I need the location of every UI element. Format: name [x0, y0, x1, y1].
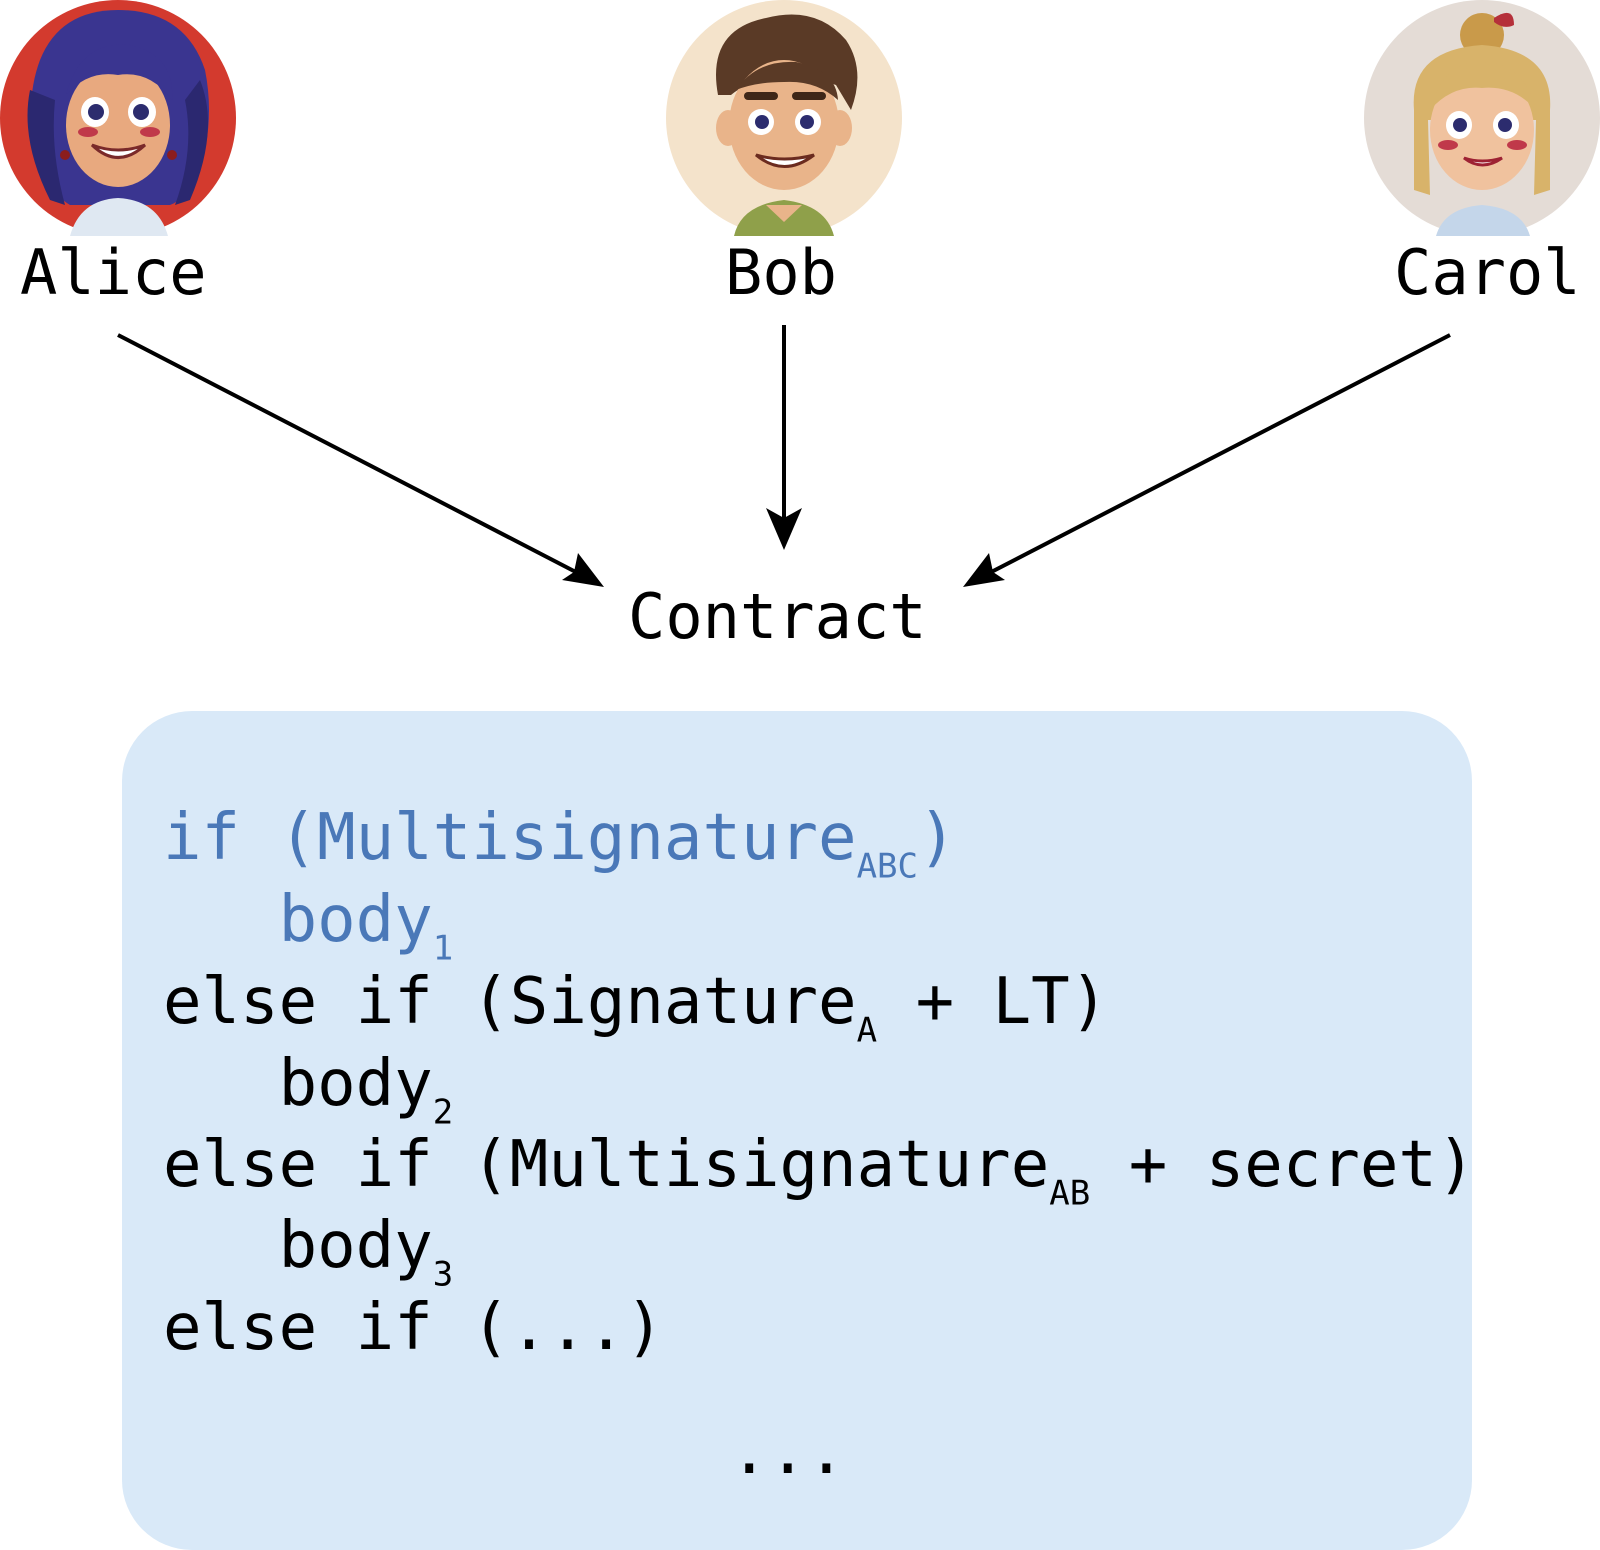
code-line-4: body2	[163, 1047, 454, 1133]
code-line-5: else if (MultisignatureAB + secret)	[163, 1128, 1476, 1214]
arrow-bob-to-contract	[766, 325, 802, 550]
code-line-3: else if (SignatureA + LT)	[163, 965, 1109, 1051]
participant-name-bob: Bob	[725, 236, 837, 309]
code-line-7: else if (...)	[163, 1291, 664, 1365]
carol-avatar-icon	[1364, 0, 1600, 236]
code-ellipsis: ...	[730, 1415, 846, 1489]
code-line-6: body3	[163, 1209, 454, 1295]
code-line-2: body1	[163, 883, 454, 969]
arrow-alice-to-contract	[117, 333, 604, 587]
alice-avatar-icon	[0, 0, 236, 236]
bob-avatar-icon	[666, 0, 902, 236]
arrow-carol-to-contract	[963, 333, 1451, 587]
code-line-1: if (MultisignatureABC)	[163, 801, 957, 887]
contract-code-box	[122, 711, 1472, 1550]
contract-label: Contract	[628, 580, 927, 653]
participant-name-alice: Alice	[20, 236, 207, 309]
participant-name-carol: Carol	[1394, 236, 1581, 309]
